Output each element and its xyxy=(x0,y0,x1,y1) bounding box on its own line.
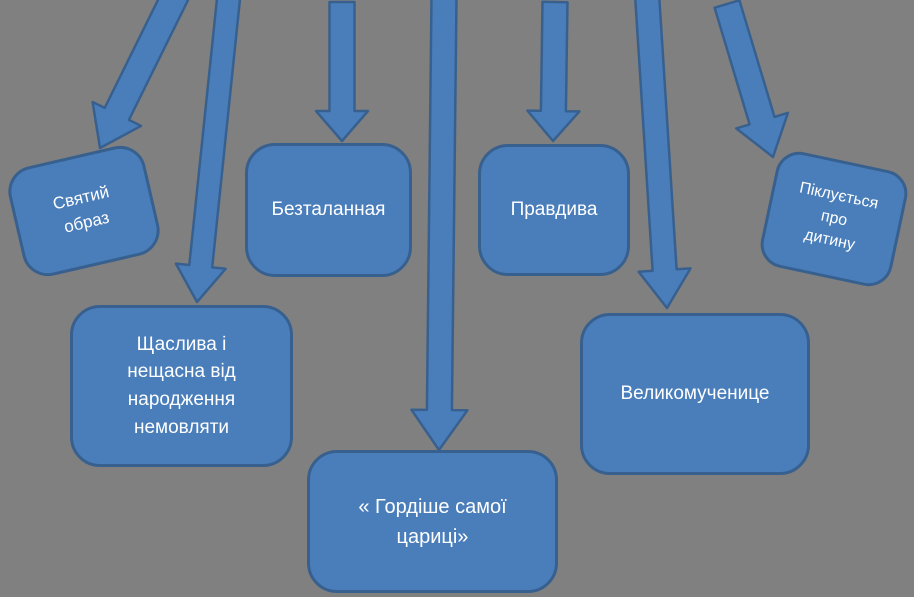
arrow-to-pravdyva xyxy=(526,0,581,143)
arrow-to-pikluyetsya xyxy=(713,0,790,159)
box-label: Великомученице xyxy=(620,383,770,404)
box-beztalanna: Безталанная xyxy=(245,143,412,277)
arrow-to-hordishe xyxy=(410,0,469,452)
arrow-to-svyatyi-obraz xyxy=(91,0,190,150)
box-velykomuchenytse: Великомученице xyxy=(580,313,810,475)
box-label: Піклується про дитину xyxy=(797,179,880,254)
box-label: Правдива xyxy=(510,199,598,220)
arrow-to-beztalanna xyxy=(314,0,370,143)
box-label: Щаслива і нещасна від народження немовля… xyxy=(127,333,236,438)
box-pravdyva: Правдива xyxy=(478,144,630,276)
arrow-to-shchaslyva xyxy=(174,0,242,304)
box-hordishe-samoyi-tsarytsi: « Гордіше самої цариці» xyxy=(307,450,558,593)
box-shchaslyva-i-neshchasna: Щаслива і нещасна від народження немовля… xyxy=(70,305,293,467)
box-label: « Гордіше самої цариці» xyxy=(358,495,507,548)
box-label: Святий образ xyxy=(51,182,111,237)
box-label: Безталанная xyxy=(271,199,386,220)
arrow-to-velykomuchenytse xyxy=(634,0,692,310)
